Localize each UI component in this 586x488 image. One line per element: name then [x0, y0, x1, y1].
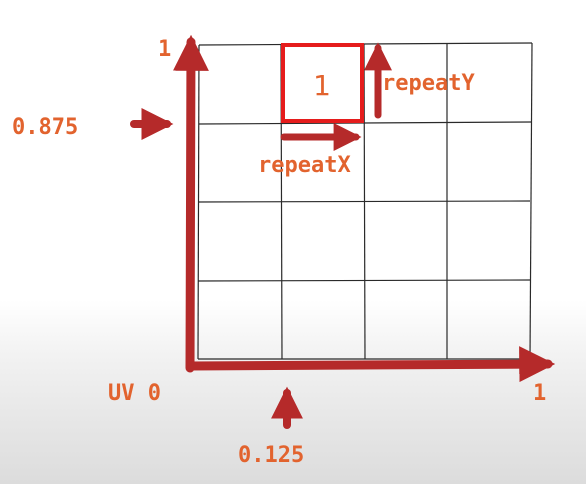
x-axis-max-label: 1	[533, 381, 546, 406]
y-axis-max-label: 1	[158, 37, 171, 62]
x-axis-arrow	[185, 346, 556, 383]
grid-line	[197, 44, 200, 360]
uv-grid	[197, 42, 533, 360]
offset-y-label: 0.875	[12, 115, 78, 140]
grid-line	[363, 43, 366, 360]
origin-label: UV 0	[108, 381, 161, 406]
grid-line	[529, 42, 533, 360]
y-axis-arrow	[172, 34, 209, 373]
repeat-y-label: repeatY	[382, 71, 475, 96]
grid-line	[198, 121, 532, 125]
tile-label: 1	[313, 69, 331, 102]
repeat-x-label: repeatX	[258, 153, 351, 178]
grid-line	[198, 42, 533, 46]
grid-line	[197, 279, 531, 282]
repeat-tile	[281, 43, 364, 123]
offset-x-label: 0.125	[238, 443, 304, 468]
